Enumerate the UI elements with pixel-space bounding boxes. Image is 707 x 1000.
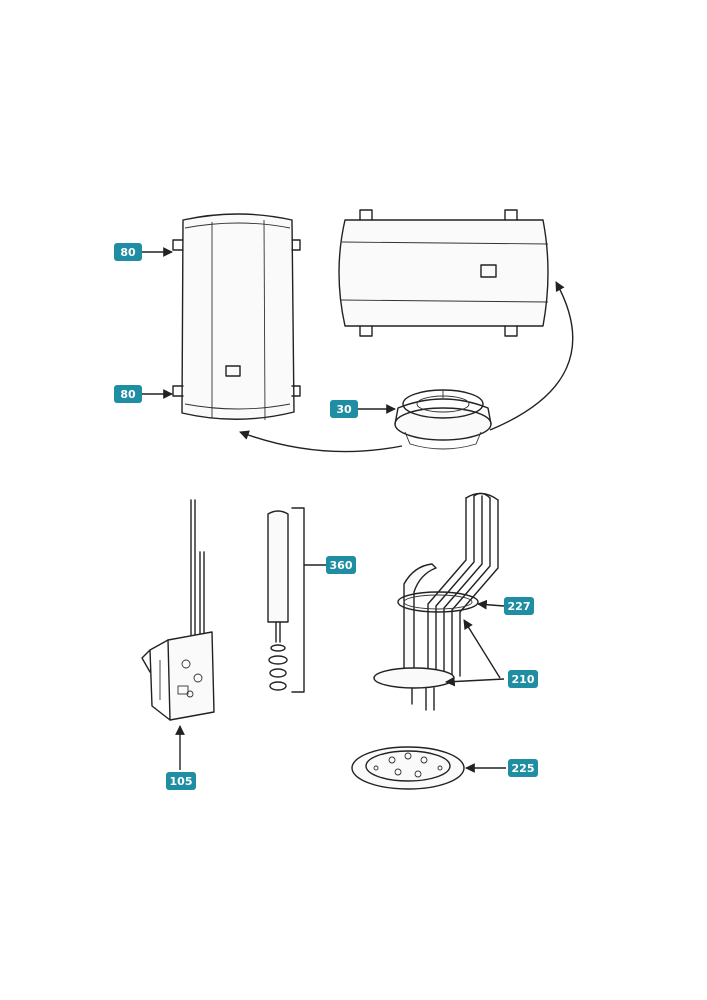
horizontal-tank	[338, 209, 549, 337]
vertical-tank	[172, 213, 301, 421]
anode-rod	[267, 507, 327, 693]
callout-label: 105	[170, 775, 193, 788]
callout-210: 210	[508, 670, 538, 688]
callout-360: 360	[326, 556, 356, 574]
callout-label: 360	[330, 559, 353, 572]
callout-label: 227	[508, 600, 531, 613]
callout-227: 227	[504, 597, 534, 615]
thermostat	[141, 499, 215, 721]
callout-80-lower: 80	[114, 385, 142, 403]
callout-label: 210	[512, 673, 535, 686]
callout-105: 105	[166, 772, 196, 790]
gasket-plate	[351, 746, 465, 790]
callout-80-upper: 80	[114, 243, 142, 261]
callout-225: 225	[508, 759, 538, 777]
flange-cover	[394, 389, 492, 450]
callout-label: 30	[336, 403, 352, 416]
callout-30: 30	[330, 400, 358, 418]
callout-label: 80	[120, 388, 136, 401]
callout-label: 80	[120, 246, 136, 259]
callout-label: 225	[512, 762, 535, 775]
heating-element	[373, 492, 499, 711]
